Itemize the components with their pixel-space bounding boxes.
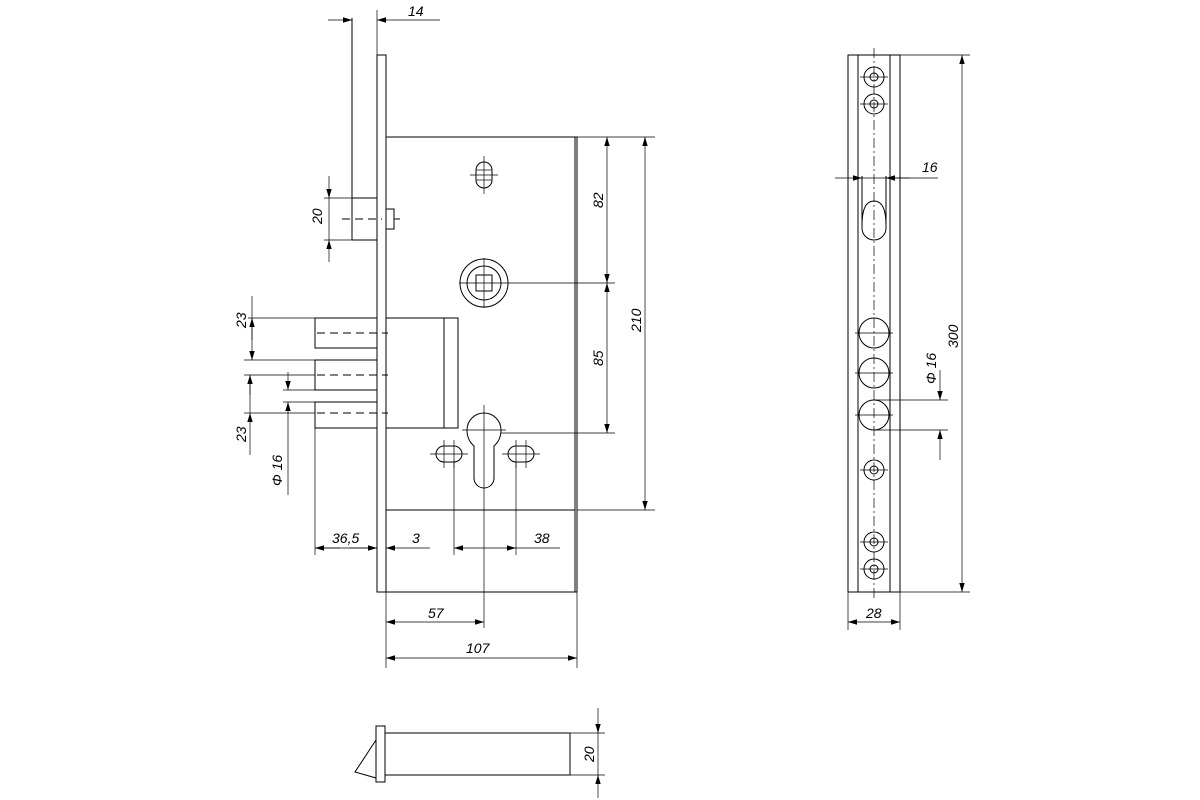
dim-latch-height: 20 (309, 208, 325, 225)
side-view-dimensions: 16 300 Φ 16 28 (835, 54, 970, 630)
side-view (847, 48, 901, 600)
dim-faceplate-width: 28 (865, 605, 882, 621)
dim-body-width: 107 (466, 640, 491, 656)
dim-spindle-to-cylinder: 38 (534, 530, 550, 546)
dim-bolt-diameter: Φ 16 (269, 455, 285, 486)
dim-bolt-spacing-bottom: 23 (233, 426, 249, 443)
spindle-hub (459, 258, 509, 308)
front-view-dimensions: 14 20 23 23 Φ 16 (233, 3, 655, 668)
dead-bolts (314, 317, 459, 429)
lock-case (386, 136, 576, 511)
dim-latch-slot-width: 16 (922, 159, 938, 175)
front-view (314, 18, 578, 593)
dim-spindle-to-cylinder-center: 85 (590, 350, 606, 366)
dim-bolt-spacing-top: 23 (233, 312, 249, 329)
case-side-strip (574, 136, 578, 593)
cylinder-cutout (462, 405, 506, 489)
dim-top-to-spindle: 82 (590, 192, 606, 208)
dim-faceplate-gap: 3 (412, 530, 420, 546)
latch-bolt (342, 18, 400, 241)
dim-backset: 57 (428, 605, 445, 621)
latch-slot (861, 176, 887, 241)
dim-body-height: 210 (628, 308, 644, 333)
dim-faceplate-thickness: 14 (408, 3, 424, 19)
dim-faceplate-hole-diameter: Φ 16 (923, 353, 939, 384)
dim-side-latch-height: 20 (581, 746, 597, 763)
top-screw-slot (470, 156, 498, 194)
latch-side-view: 20 (354, 708, 605, 798)
side-screw-slots (430, 440, 540, 468)
dim-bolt-throw: 36,5 (332, 530, 359, 546)
faceplate (376, 54, 387, 593)
dim-faceplate-length: 300 (945, 324, 961, 348)
